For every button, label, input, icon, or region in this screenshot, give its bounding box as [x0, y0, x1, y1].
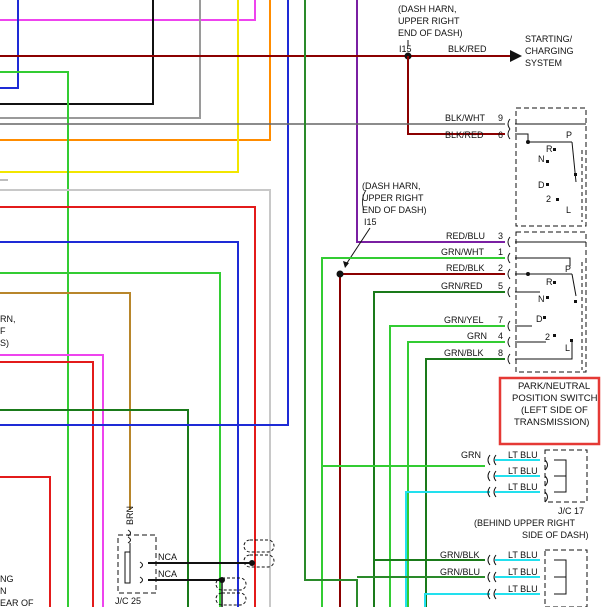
wire-magenta: [0, 0, 256, 21]
component-label-2: POSITION SWITCH: [512, 393, 598, 404]
pin-num-5: 5: [498, 281, 503, 291]
wire-darkgreen-low: [0, 409, 189, 607]
wire-magenta-low: [0, 354, 104, 607]
pin-num-7: 7: [498, 315, 503, 325]
pos-r-mid: R: [546, 277, 553, 287]
dash-harness-mid-2: UPPER RIGHT: [362, 193, 424, 203]
wire-orange: [0, 0, 271, 141]
left-fragment-a3: S): [0, 338, 9, 348]
jc-lower-right-3: LT BLU: [508, 584, 538, 594]
jc-lower-connector: GRN/BLK LT BLU GRN/BLU LT BLU LT BLU: [357, 549, 588, 607]
switch-lower-section: GRN/YEL 7 GRN 4 GRN/BLK 8 D 2 L: [444, 314, 573, 365]
connector-i15-mid: I15: [364, 217, 377, 227]
wire-gray-top: [0, 0, 201, 119]
wire-red-bottom: [0, 476, 51, 607]
wire-purple: [356, 0, 505, 243]
pin-num-2: 2: [498, 263, 503, 273]
left-fragment-b2: N: [0, 586, 7, 596]
jc25-label: J/C 25: [115, 596, 141, 606]
wire-red-long: [0, 206, 256, 607]
jc17-right-3: LT BLU: [508, 482, 538, 492]
dash-harness-mid-3: END OF DASH): [362, 205, 427, 215]
jc17-right-1: LT BLU: [508, 450, 538, 460]
wire-brown: [0, 292, 131, 510]
jc17-right-2: LT BLU: [508, 466, 538, 476]
starting-system-2: CHARGING: [525, 46, 574, 56]
pos-l-upper: L: [566, 205, 571, 215]
pin-num-6: 6: [498, 130, 503, 140]
arrow-to-starting-system: [510, 50, 522, 62]
pin-wire-red-blu: RED/BLU: [446, 231, 485, 241]
jc-lower-right-2: LT BLU: [508, 567, 538, 577]
pin-num-3: 3: [498, 231, 503, 241]
pos-p-upper: P: [566, 130, 572, 140]
wire-blue-long: [0, 241, 239, 607]
jc17-left-1: GRN: [461, 450, 481, 460]
pin-num-8: 8: [498, 348, 503, 358]
pin-wire-grn-yel: GRN/YEL: [444, 315, 484, 325]
pos-n-mid: N: [538, 294, 545, 304]
wire-black-top: [0, 0, 154, 105]
jc25-wire-brn: BRN: [125, 506, 135, 525]
jc-lower-left-1: GRN/BLK: [440, 550, 480, 560]
jc17-connector: GRN LT BLU LT BLU LT BLU J/C 17 (BEHIND …: [322, 449, 589, 607]
pin-wire-blk-wht: BLK/WHT: [445, 113, 486, 123]
splice-dot-mid: [336, 270, 344, 278]
starting-system-3: SYSTEM: [525, 58, 562, 68]
pin-wire-red-blk: RED/BLK: [446, 263, 485, 273]
left-fragment-a1: RN,: [0, 314, 16, 324]
jc17-label-1: J/C 17: [558, 506, 584, 516]
pin-wire-blk-red: BLK/RED: [445, 130, 484, 140]
pos-l-low: L: [565, 343, 570, 353]
dash-harness-mid-1: (DASH HARN,: [362, 181, 421, 191]
pin-wire-grn: GRN: [467, 331, 487, 341]
dash-harness-top-2: UPPER RIGHT: [398, 16, 460, 26]
top-blk-red-circuit: [0, 50, 522, 135]
starting-system-1: STARTING/: [525, 34, 573, 44]
switch-middle-section: RED/BLU 3 GRN/WHT 1 RED/BLK 2 GRN/RED 5 …: [441, 231, 587, 373]
jc-lower-right-1: LT BLU: [508, 550, 538, 560]
pin-wire-grn-wht: GRN/WHT: [441, 247, 484, 257]
pos-n-upper: N: [538, 154, 545, 164]
pos-2-low: 2: [545, 332, 550, 342]
left-wire-bundle: [0, 0, 505, 607]
left-fragment-b1: NG: [0, 574, 14, 584]
pin-wire-grn-blk: GRN/BLK: [444, 348, 484, 358]
jc-lower-left-2: GRN/BLU: [440, 567, 480, 577]
pin-num-9: 9: [498, 113, 503, 123]
wire-yellow: [0, 0, 239, 173]
pin-num-1: 1: [498, 247, 503, 257]
wire-blue-top: [0, 0, 19, 89]
dash-harness-top-3: END OF DASH): [398, 28, 463, 38]
pos-p-mid: P: [565, 264, 571, 274]
jc25-pin-1: NCA: [158, 552, 177, 562]
pin-wire-grn-red: GRN/RED: [441, 281, 483, 291]
wire-blue-right: [0, 0, 289, 426]
wire-red-low: [0, 361, 94, 607]
highlight-box: [498, 376, 601, 446]
jc17-label-2: (BEHIND UPPER RIGHT: [474, 518, 576, 528]
wire-green-2: [0, 272, 221, 607]
left-fragment-b3: EAR OF: [0, 598, 34, 607]
pin-num-4: 4: [498, 331, 503, 341]
pos-d-upper: D: [538, 180, 545, 190]
top-wire-label: BLK/RED: [448, 44, 487, 54]
component-label-1: PARK/NEUTRAL: [518, 381, 590, 392]
left-fragment-a2: F: [0, 326, 6, 336]
pos-d-low: D: [536, 314, 543, 324]
wire-gray-long: [0, 189, 271, 607]
wire-green-top: [0, 71, 69, 607]
component-label-4: TRANSMISSION): [514, 417, 589, 428]
jc17-label-3: SIDE OF DASH): [522, 530, 589, 540]
switch-middle-wires: [304, 0, 505, 607]
jc25-pin-2: NCA: [158, 569, 177, 579]
pos-2-upper: 2: [546, 194, 551, 204]
component-label-3: (LEFT SIDE OF: [521, 405, 588, 416]
dash-harness-top-1: (DASH HARN,: [398, 4, 457, 14]
jc25-connector: BRN NCA NCA J/C 25: [115, 506, 275, 607]
connector-i15-top: I15: [399, 44, 412, 54]
switch-upper-section: BLK/WHT 9 BLK/RED 6 P R N D 2 L: [445, 107, 587, 227]
pos-r-upper: R: [546, 144, 553, 154]
